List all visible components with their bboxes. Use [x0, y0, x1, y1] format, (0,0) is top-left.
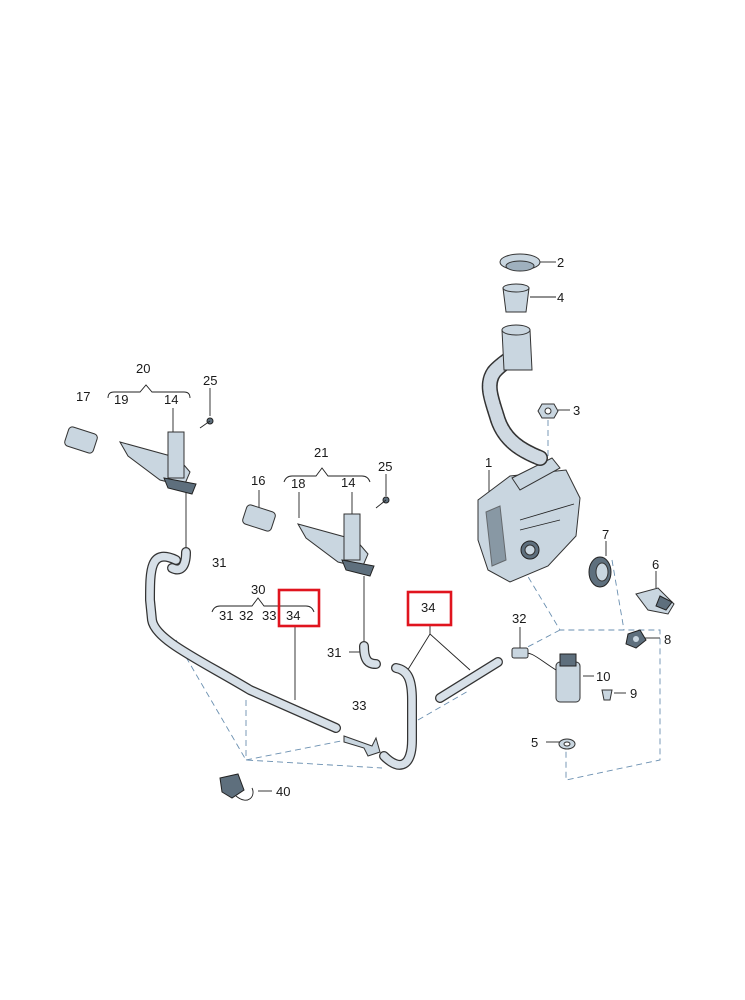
- elbow-31-left: [167, 547, 191, 575]
- callout-4: 4: [557, 290, 564, 305]
- callout-7: 7: [602, 527, 609, 542]
- callout-8: 8: [664, 632, 671, 647]
- t-piece-33: [343, 735, 381, 757]
- filler-neck-hose: [481, 324, 548, 466]
- callout-32-group: 32: [239, 608, 253, 623]
- callout-25-left: 25: [203, 373, 217, 388]
- callout-34-group: 34: [286, 608, 300, 623]
- hose-main-left: [145, 551, 341, 733]
- callout-21: 21: [314, 445, 328, 460]
- small-plug: [601, 689, 613, 701]
- callout-6: 6: [652, 557, 659, 572]
- callout-20: 20: [136, 361, 150, 376]
- callout-5: 5: [531, 735, 538, 750]
- callout-1: 1: [485, 455, 492, 470]
- callout-32-right: 32: [512, 611, 526, 626]
- pump-washer: [558, 738, 576, 750]
- grommet: [588, 556, 612, 588]
- dashed-reference-lines: [175, 420, 661, 781]
- callout-9: 9: [630, 686, 637, 701]
- washer-reservoir: [477, 457, 581, 583]
- connector-right: [511, 647, 529, 659]
- callout-25-right: 25: [378, 459, 392, 474]
- callout-31-right: 31: [327, 645, 341, 660]
- callout-31-left: 31: [212, 555, 226, 570]
- callout-19: 19: [114, 392, 128, 407]
- filler-cap: [499, 253, 541, 272]
- callout-14-left: 14: [164, 392, 178, 407]
- clip-40: [219, 773, 254, 801]
- callout-labels: 2 4 3 1 7 6 8 9 10 5 32 34 33 31 40 31 3…: [76, 255, 671, 799]
- highlight-box-34-single: [406, 590, 453, 627]
- callout-16: 16: [251, 473, 265, 488]
- callout-34-right: 34: [421, 600, 435, 615]
- elbow-31-right: [359, 641, 381, 669]
- headlamp-washer-nozzle-right: [242, 496, 390, 577]
- callout-33-group: 33: [262, 608, 276, 623]
- callout-40: 40: [276, 784, 290, 799]
- callout-33-bottom: 33: [352, 698, 366, 713]
- hex-nut: [537, 403, 559, 419]
- callout-18: 18: [291, 476, 305, 491]
- callout-31-group: 31: [219, 608, 233, 623]
- callout-10: 10: [596, 669, 610, 684]
- level-sensor: [635, 587, 675, 615]
- highlight-box-34-group: [277, 588, 321, 628]
- strainer: [502, 283, 530, 313]
- hose-straight-34: [435, 657, 503, 703]
- callout-2: 2: [557, 255, 564, 270]
- callout-14-right: 14: [341, 475, 355, 490]
- hose-right-u: [379, 663, 417, 770]
- headlamp-washer-nozzle-left: [64, 417, 214, 495]
- callout-3: 3: [573, 403, 580, 418]
- callout-17: 17: [76, 389, 90, 404]
- callout-30: 30: [251, 582, 265, 597]
- washer-pump: [523, 652, 581, 703]
- seal-ring: [625, 629, 647, 649]
